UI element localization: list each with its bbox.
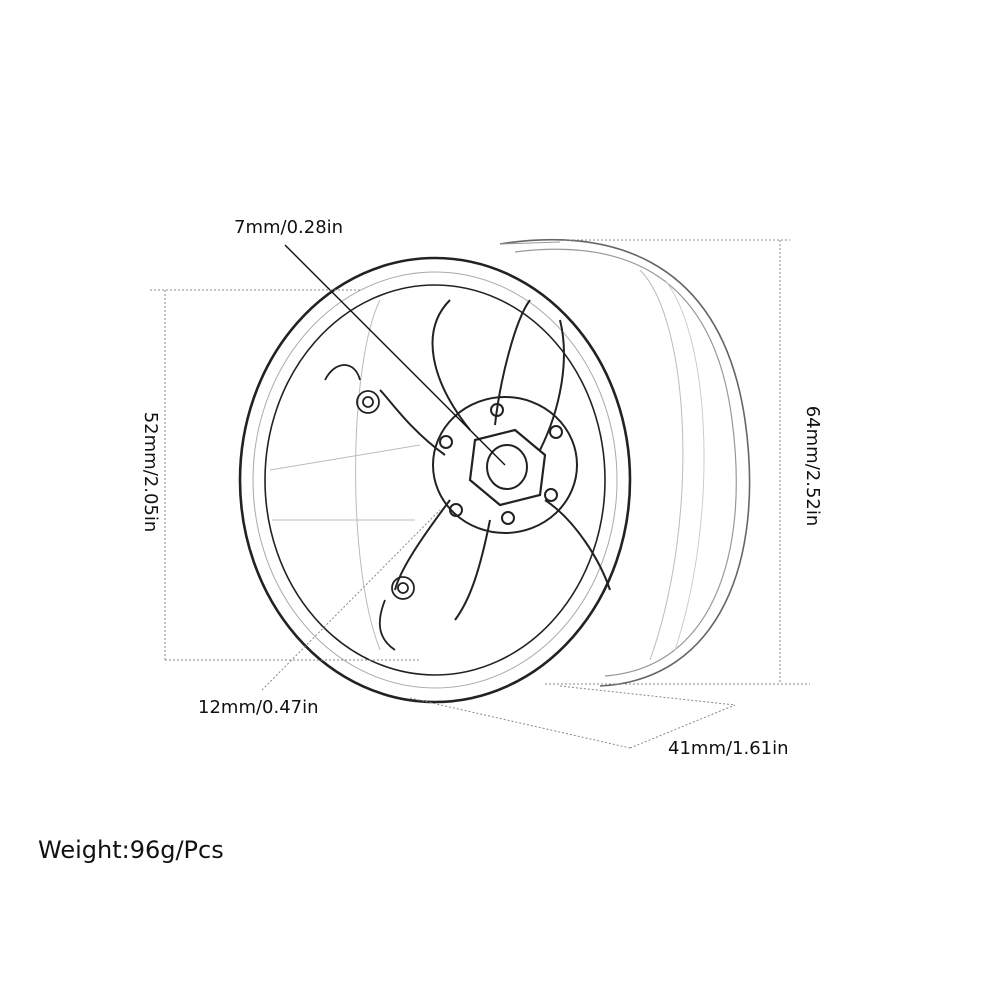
outer-diameter-guides	[545, 239, 810, 685]
inner-barrel	[269, 299, 421, 651]
weight-label: Weight:96g/Pcs	[38, 836, 224, 864]
hub-depth-leader	[261, 509, 441, 691]
outer-diameter-label: 64mm/2.52in	[802, 405, 823, 527]
width-label: 41mm/1.61in	[668, 738, 789, 759]
front-rim	[238, 256, 632, 704]
hex-size-leader	[284, 244, 506, 466]
beadlock-bolts	[324, 364, 415, 651]
bead-diameter-guides	[150, 289, 420, 661]
width-guides	[409, 685, 736, 749]
wheel-barrel	[499, 238, 751, 687]
wheel-spokes	[379, 299, 611, 621]
hex-size-label: 7mm/0.28in	[234, 217, 344, 238]
hub-depth-label: 12mm/0.47in	[198, 697, 319, 718]
wheel-hub	[432, 396, 578, 534]
bead-diameter-label: 52mm/2.05in	[140, 411, 161, 533]
